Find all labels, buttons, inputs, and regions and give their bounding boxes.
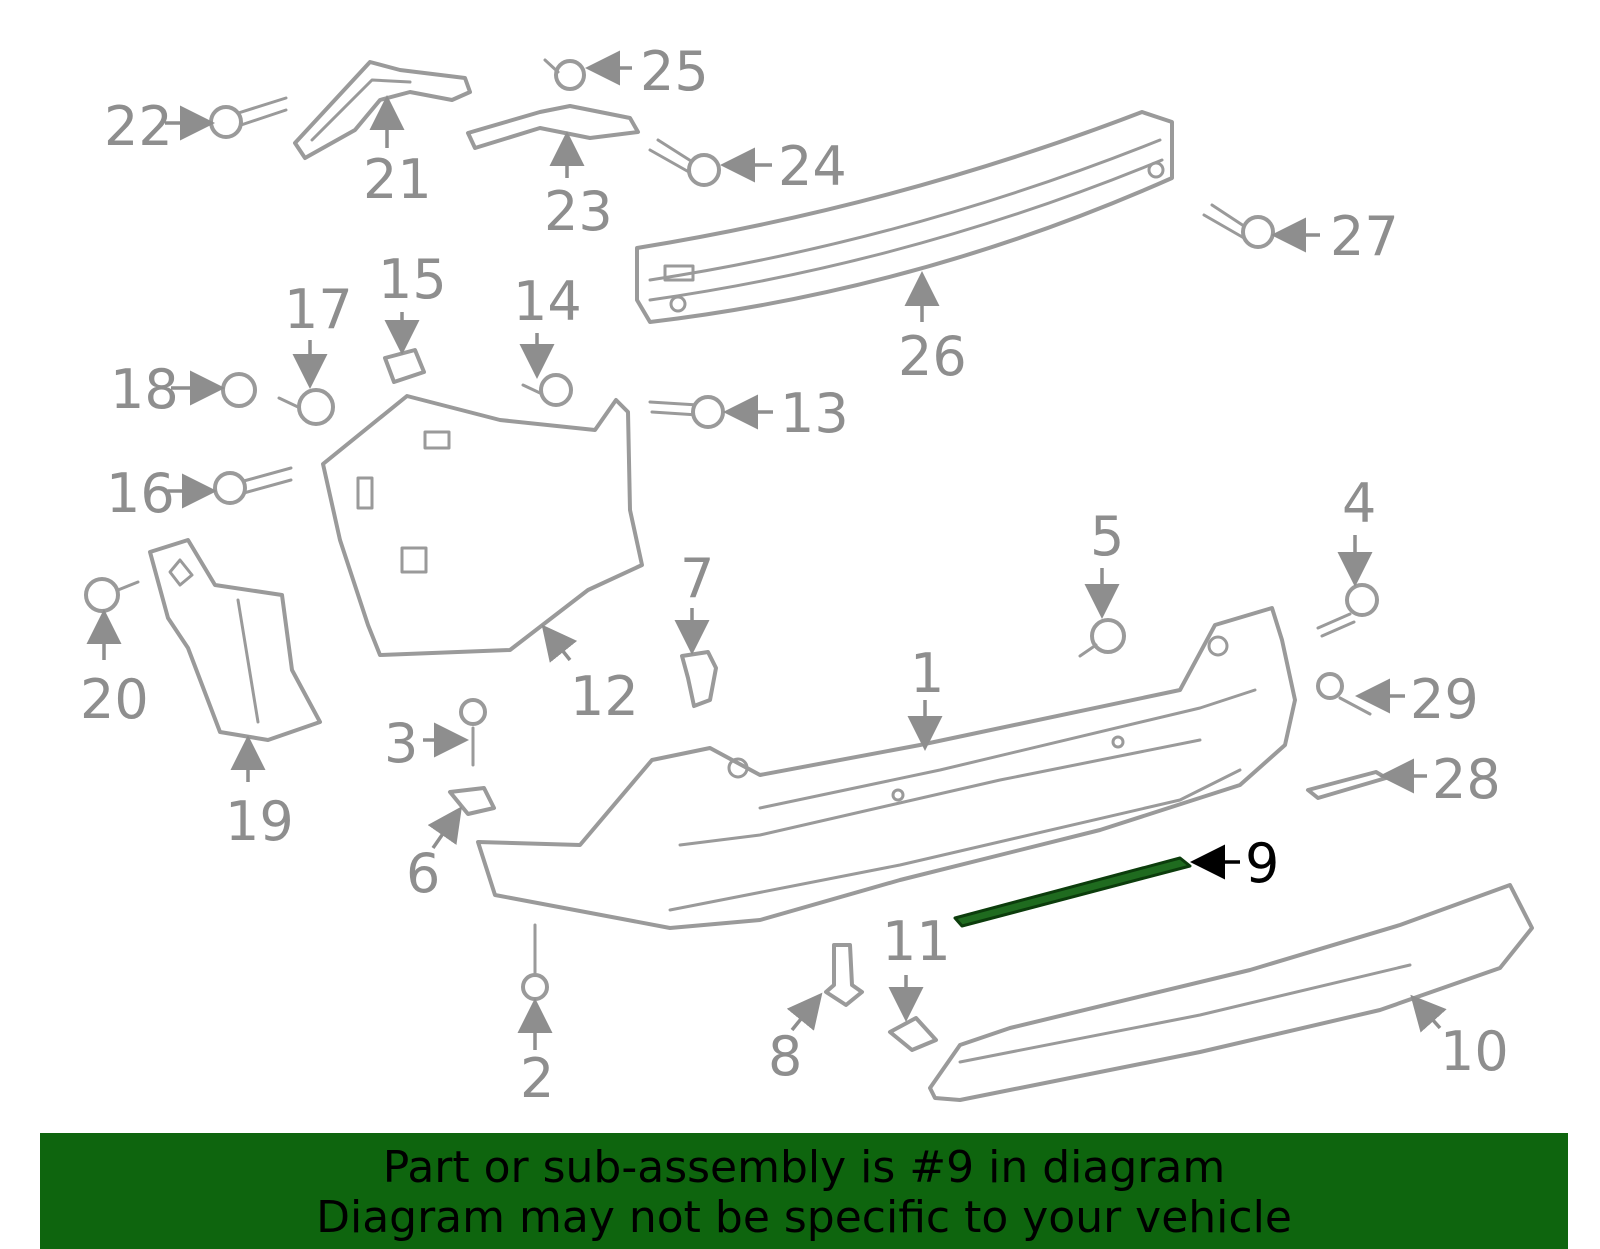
callout-6: 6 bbox=[406, 842, 440, 905]
callout-13: 13 bbox=[780, 382, 849, 445]
callout-21: 21 bbox=[363, 148, 432, 211]
parts-diagram: 22 21 23 25 24 27 26 15 17 14 18 13 16 2… bbox=[80, 40, 1534, 1110]
callout-1: 1 bbox=[910, 642, 944, 705]
banner-line-part: Part or sub-assembly is #9 in diagram bbox=[382, 1142, 1226, 1193]
callout-24: 24 bbox=[778, 135, 847, 198]
part-10-lower-spoiler bbox=[928, 883, 1534, 1102]
callout-14: 14 bbox=[513, 270, 582, 333]
callout-5: 5 bbox=[1090, 505, 1124, 568]
part-19-retainer bbox=[148, 538, 322, 742]
leader-lines bbox=[86, 50, 1447, 1050]
fastener-shapes bbox=[84, 58, 1379, 1052]
callout-4: 4 bbox=[1342, 472, 1376, 535]
callout-10: 10 bbox=[1440, 1020, 1509, 1083]
callout-20: 20 bbox=[80, 668, 149, 731]
callout-29: 29 bbox=[1410, 668, 1479, 731]
part-9-highlighted-strip bbox=[953, 856, 1192, 928]
banner-line-disclaimer: Diagram may not be specific to your vehi… bbox=[316, 1192, 1292, 1243]
callout-12: 12 bbox=[570, 665, 639, 728]
callout-26: 26 bbox=[898, 325, 967, 388]
callout-11: 11 bbox=[882, 910, 951, 973]
part-1-bumper-cover bbox=[476, 606, 1297, 930]
callout-28: 28 bbox=[1432, 748, 1501, 811]
info-banner: Part or sub-assembly is #9 in diagram Di… bbox=[40, 1133, 1568, 1249]
callout-labels: 22 21 23 25 24 27 26 15 17 14 18 13 16 2… bbox=[80, 40, 1509, 1110]
callout-15: 15 bbox=[378, 248, 447, 311]
callout-22: 22 bbox=[104, 95, 173, 158]
part-21-bracket bbox=[293, 60, 472, 160]
callout-8: 8 bbox=[768, 1025, 802, 1088]
part-26-reinforcement-beam bbox=[635, 110, 1174, 324]
part-28-strip bbox=[1306, 770, 1388, 800]
callout-7: 7 bbox=[680, 547, 714, 610]
callout-18: 18 bbox=[110, 358, 179, 421]
callout-2: 2 bbox=[520, 1047, 554, 1110]
callout-19: 19 bbox=[225, 790, 294, 853]
callout-25: 25 bbox=[640, 40, 709, 103]
callout-16: 16 bbox=[106, 462, 175, 525]
part-12-side-bracket bbox=[321, 394, 644, 657]
part-23-bracket bbox=[466, 104, 640, 150]
callout-3: 3 bbox=[384, 712, 418, 775]
callout-27: 27 bbox=[1330, 205, 1399, 268]
callout-9-highlighted: 9 bbox=[1245, 832, 1279, 895]
callout-17: 17 bbox=[284, 278, 353, 341]
callout-23: 23 bbox=[544, 180, 613, 243]
